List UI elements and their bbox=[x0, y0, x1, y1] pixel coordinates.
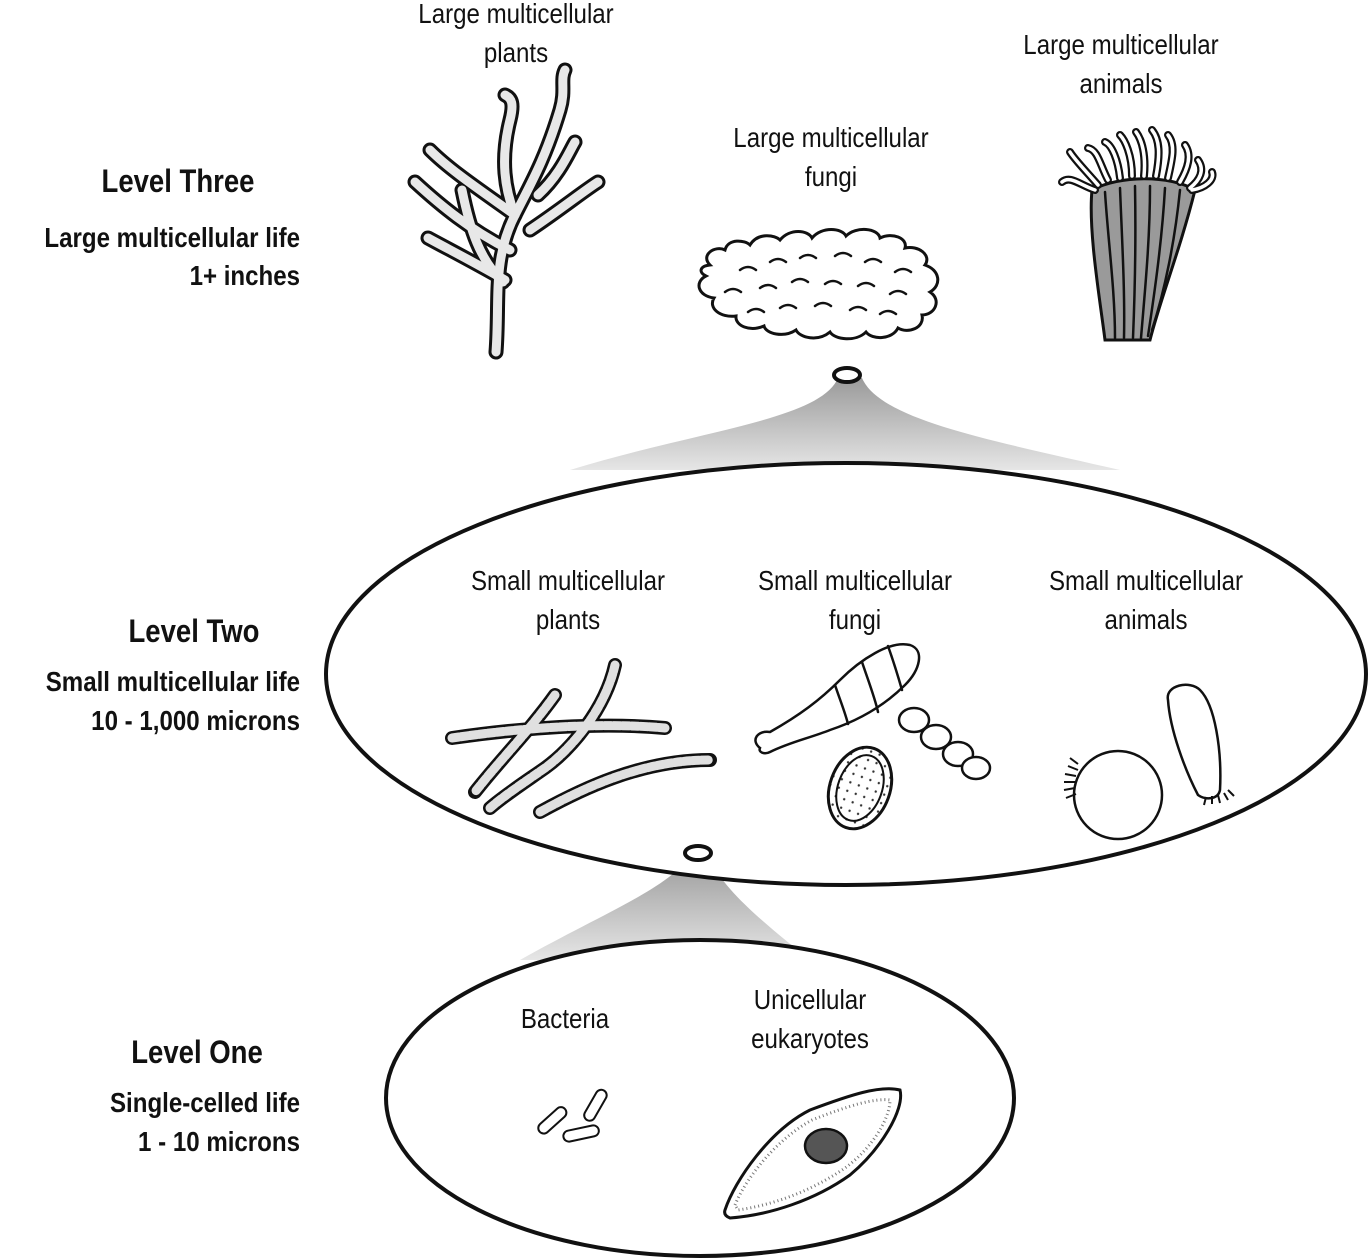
large-fungi-label-line2: fungi bbox=[804, 161, 858, 192]
small-fungi-label-line2: fungi bbox=[828, 604, 882, 635]
eukaryote-cell-icon bbox=[723, 1087, 903, 1220]
zoom-point-level2-top bbox=[683, 844, 713, 862]
large-fungi-label-line1: Large multicellular bbox=[733, 122, 929, 153]
level-three-title: Level Three bbox=[101, 163, 255, 199]
large-plants-label-line2: plants bbox=[483, 37, 549, 68]
bacteria-label: Bacteria bbox=[520, 1003, 610, 1034]
level-one-title: Level One bbox=[131, 1034, 263, 1070]
eukaryotes-label-line2: eukaryotes bbox=[751, 1023, 869, 1054]
level-one-bubble bbox=[384, 938, 1016, 1258]
zoom-cone-level3-to-level2 bbox=[570, 378, 1120, 470]
small-plants-label-line2: plants bbox=[535, 604, 601, 635]
level-two-subtitle: Small multicellular life bbox=[45, 666, 300, 697]
small-animals-icon bbox=[1063, 683, 1235, 841]
small-plants-label-line1: Small multicellular bbox=[470, 565, 666, 596]
level-two-scale: 10 - 1,000 microns bbox=[91, 705, 301, 736]
level-three-subtitle: Large multicellular life bbox=[44, 222, 301, 253]
small-plants-icon bbox=[445, 658, 717, 819]
large-fungus-icon bbox=[697, 228, 940, 341]
large-animal-icon bbox=[1058, 126, 1217, 342]
small-fungi-icon bbox=[754, 642, 992, 831]
small-fungi-label-line1: Small multicellular bbox=[757, 565, 953, 596]
level-one-subtitle: Single-celled life bbox=[109, 1087, 300, 1118]
level-two-title: Level Two bbox=[128, 613, 260, 649]
level-three-scale: 1+ inches bbox=[189, 260, 300, 291]
large-animals-label-line2: animals bbox=[1079, 68, 1163, 99]
zoom-cone-level2-to-level1 bbox=[520, 856, 810, 960]
level-one-scale: 1 - 10 microns bbox=[138, 1126, 300, 1157]
small-animals-label-line2: animals bbox=[1104, 604, 1188, 635]
eukaryotes-label-line1: Unicellular bbox=[753, 984, 867, 1015]
large-plant-icon bbox=[407, 62, 606, 360]
zoom-point-level3 bbox=[832, 366, 862, 384]
small-animals-label-line1: Small multicellular bbox=[1048, 565, 1244, 596]
large-plants-label-line1: Large multicellular bbox=[418, 0, 614, 29]
bacteria-icon bbox=[537, 1088, 608, 1143]
large-animals-label-line1: Large multicellular bbox=[1023, 29, 1219, 60]
